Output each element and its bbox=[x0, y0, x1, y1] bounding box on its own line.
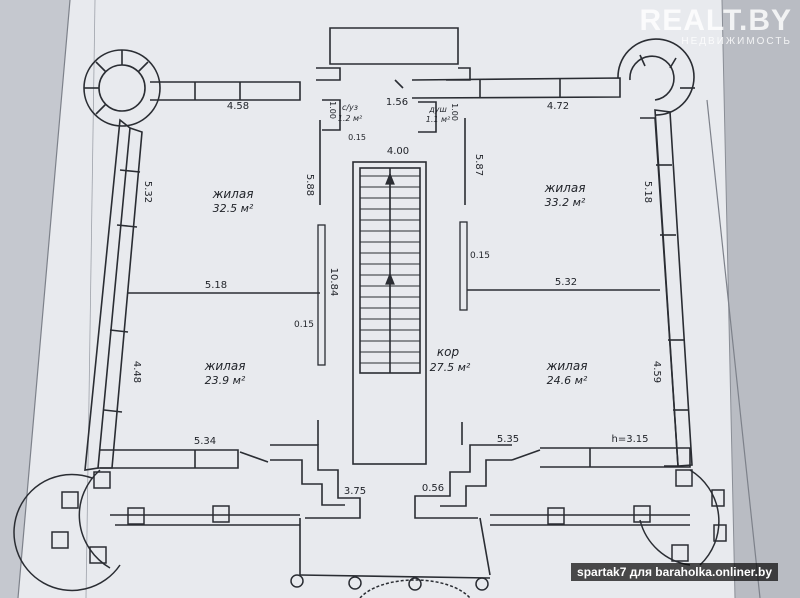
dim-wall-right: 0.15 bbox=[470, 251, 490, 261]
dim-right-partition: 5.87 bbox=[473, 154, 484, 176]
room-ne-area: 33.2 м² bbox=[545, 196, 586, 209]
room-sw-name: жилая bbox=[204, 359, 246, 373]
dim-wall-left: 0.15 bbox=[294, 320, 314, 330]
corner-tower-nw bbox=[83, 49, 161, 127]
dim-entrance-left: 3.75 bbox=[344, 486, 366, 497]
room-nw: жилая 32.5 м² bbox=[212, 187, 254, 215]
dim-top-center: 1.56 bbox=[386, 97, 408, 108]
corner-tower-ne bbox=[617, 38, 695, 116]
room-corridor: кор 27.5 м² bbox=[430, 345, 471, 374]
dim-wc-depth: 0.15 bbox=[348, 133, 366, 142]
dim-left-partition: 5.88 bbox=[304, 174, 315, 196]
dim-bottom-left: 5.34 bbox=[194, 436, 216, 447]
dim-right-wall-lower: 4.59 bbox=[651, 361, 662, 383]
room-ne-name: жилая bbox=[544, 181, 586, 195]
room-wc-left-name: с/уз bbox=[342, 103, 358, 112]
room-wc-left-area: 1.2 м² bbox=[338, 114, 363, 123]
room-wc-right: душ 1.1 м² bbox=[426, 105, 451, 124]
walls bbox=[84, 27, 693, 579]
room-wc-right-name: душ bbox=[428, 105, 447, 114]
stair-treads bbox=[360, 175, 420, 364]
bay-sw bbox=[13, 469, 300, 592]
room-sw-area: 23.9 м² bbox=[205, 374, 246, 387]
watermark-subtitle: НЕДВИЖИМОСТЬ bbox=[681, 36, 792, 47]
dim-wc-right-width: 1.00 bbox=[450, 103, 459, 121]
credit-caption: spartak7 для baraholka.onliner.by bbox=[571, 563, 778, 581]
porch-columns bbox=[290, 574, 489, 598]
dim-top-right: 4.72 bbox=[547, 101, 569, 112]
stair-arrows bbox=[385, 172, 395, 305]
room-sw: жилая 23.9 м² bbox=[204, 359, 246, 387]
dim-top-left: 4.58 bbox=[227, 101, 249, 112]
dim-left-wall-upper: 5.32 bbox=[142, 181, 153, 203]
dim-right-wall-upper: 5.18 bbox=[642, 181, 653, 203]
room-nw-area: 32.5 м² bbox=[213, 202, 254, 215]
dim-center-length: 10.84 bbox=[328, 268, 339, 297]
watermark-logo: REALT.BY НЕДВИЖИМОСТЬ bbox=[639, 4, 792, 48]
dimension-labels: 4.58 1.56 4.72 1.00 1.00 0.15 4.00 5.88 … bbox=[131, 97, 662, 497]
dim-left-wall-lower: 4.48 bbox=[131, 361, 142, 383]
room-corridor-name: кор bbox=[437, 345, 460, 359]
room-se: жилая 24.6 м² bbox=[546, 359, 588, 387]
watermark-brand: REALT.BY bbox=[639, 4, 792, 37]
dim-mid-left: 5.18 bbox=[205, 280, 227, 291]
room-nw-name: жилая bbox=[212, 187, 254, 201]
room-wc-right-area: 1.1 м² bbox=[426, 115, 451, 124]
dim-wc-left-width: 1.00 bbox=[328, 101, 337, 119]
dim-ceiling-height: h=3.15 bbox=[612, 434, 649, 445]
dim-bottom-right: 5.35 bbox=[497, 434, 519, 445]
room-wc-left: с/уз 1.2 м² bbox=[338, 103, 363, 123]
room-se-area: 24.6 м² bbox=[547, 374, 588, 387]
room-ne: жилая 33.2 м² bbox=[544, 181, 586, 209]
room-se-name: жилая bbox=[546, 359, 588, 373]
dim-stair-width: 4.00 bbox=[387, 146, 409, 157]
dim-entrance-right: 0.56 bbox=[422, 483, 444, 494]
dim-mid-right: 5.32 bbox=[555, 277, 577, 288]
room-corridor-area: 27.5 м² bbox=[430, 361, 471, 374]
